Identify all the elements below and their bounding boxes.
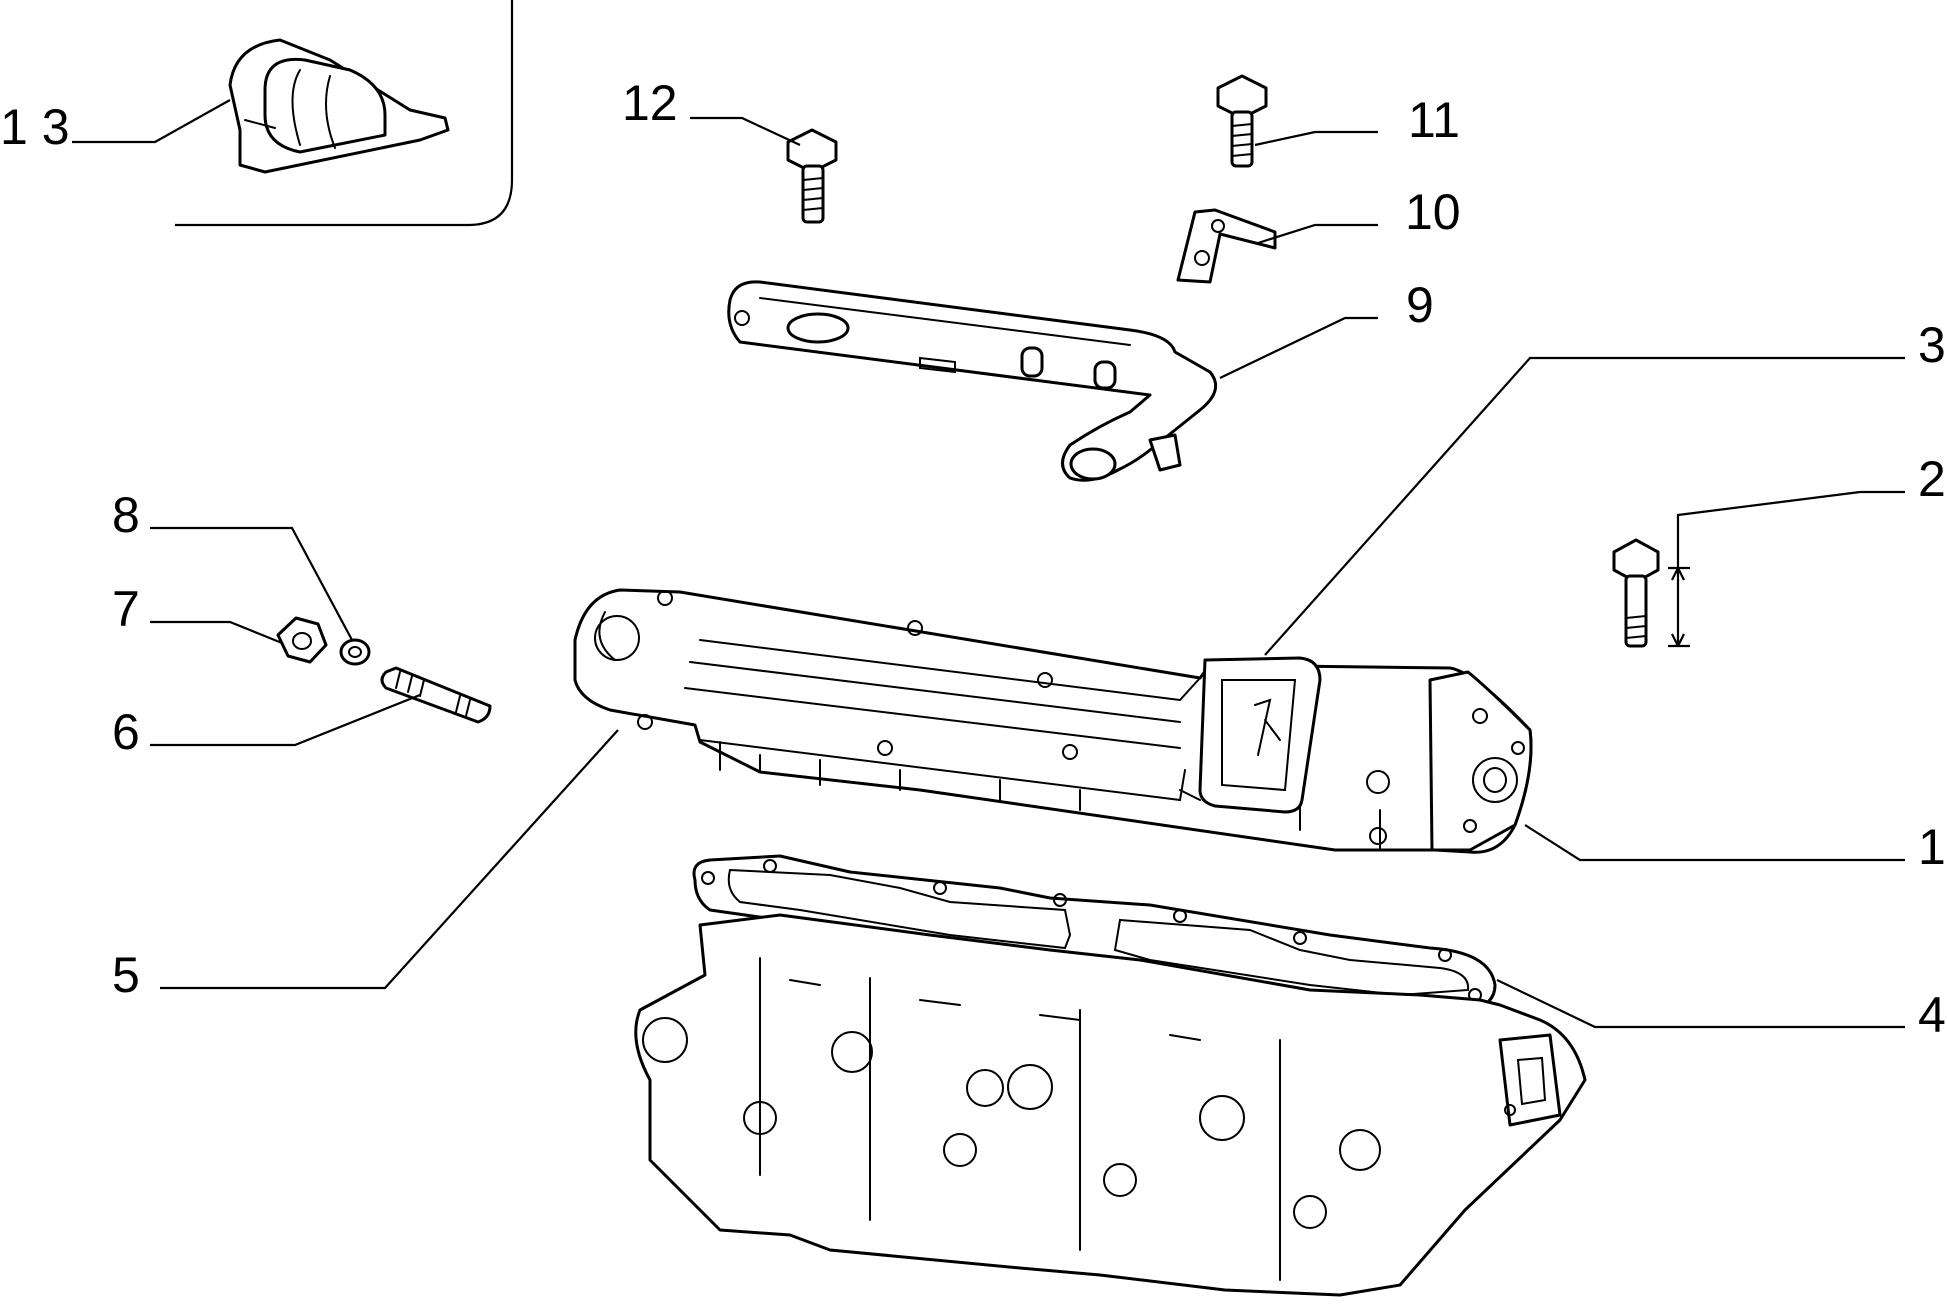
label-4: 4	[1918, 987, 1946, 1043]
label-9: 9	[1406, 277, 1434, 333]
bolt-part-11	[1216, 74, 1268, 168]
leader-lines	[72, 99, 1905, 1029]
washer-part-8	[339, 638, 371, 666]
leader-4	[1496, 979, 1905, 1029]
inset-frame	[175, 0, 514, 227]
bolt-part-2	[1612, 538, 1690, 648]
leader-11	[1254, 130, 1378, 147]
head-gasket-part-4	[692, 854, 1497, 1012]
leader-8	[150, 526, 353, 641]
clip-part-13	[228, 38, 450, 174]
label-2: 2	[1918, 451, 1946, 507]
label-1: 1	[1918, 819, 1946, 875]
label-3: 3	[1918, 317, 1946, 373]
leader-12	[690, 116, 801, 146]
label-10: 10	[1405, 184, 1461, 240]
label-13: 1 3	[0, 99, 70, 155]
nut-part-7	[276, 616, 328, 664]
leader-5	[160, 729, 619, 990]
leader-9	[1219, 316, 1378, 379]
stud-part-6	[380, 666, 492, 724]
leader-13	[72, 99, 231, 144]
label-7: 7	[112, 581, 140, 637]
bracket-part-10	[1176, 208, 1277, 284]
bolt-part-12	[786, 128, 838, 224]
leader-7	[150, 620, 283, 645]
valve-cover-part-1	[573, 588, 1533, 854]
leader-2	[1676, 490, 1905, 568]
water-pipe-part-9	[727, 280, 1218, 482]
breather-gasket-part-3	[1198, 656, 1322, 814]
leader-1	[1524, 824, 1905, 862]
label-6: 6	[112, 704, 140, 760]
cylinder-head	[634, 913, 1587, 1297]
leader-10	[1257, 223, 1378, 245]
leader-3	[1264, 356, 1905, 656]
leader-6	[150, 693, 421, 747]
label-5: 5	[112, 947, 140, 1003]
label-11: 11	[1408, 92, 1460, 148]
callout-labels: 1 3 12 11 10 9 3 2 1 4 8 7 6 5	[0, 75, 1946, 1043]
label-12: 12	[622, 75, 678, 131]
label-8: 8	[112, 487, 140, 543]
